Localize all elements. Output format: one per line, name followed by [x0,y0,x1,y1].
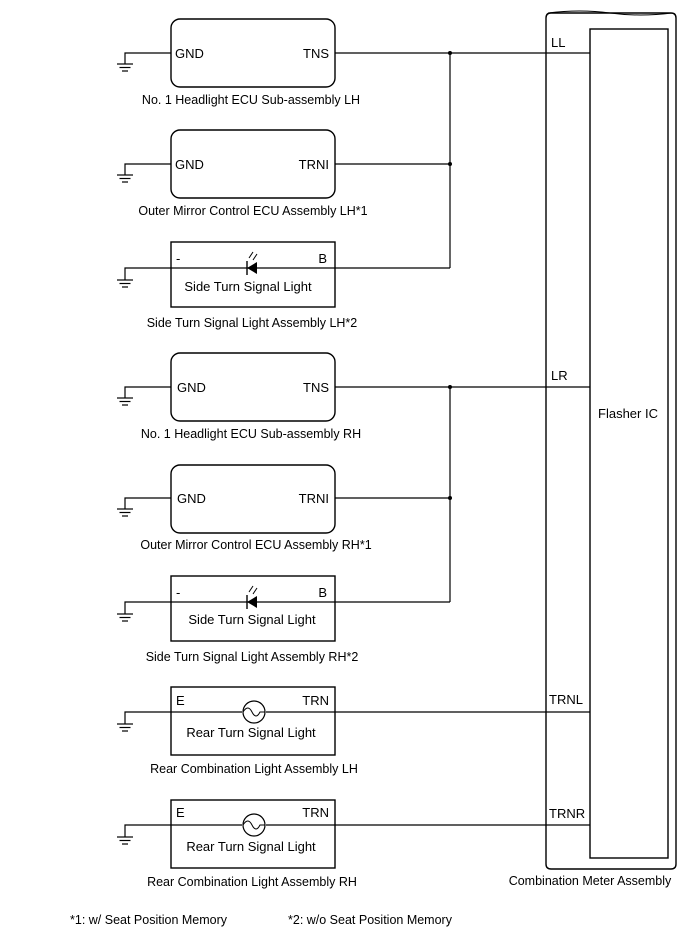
flasher-ic-label: Flasher IC [598,406,658,421]
ecu-box [170,352,336,422]
ground-wire [124,711,171,724]
rear-combination-light-lh: E TRN Rear Turn Signal Light Rear Combin… [117,686,358,776]
side-turn-signal-lh: - B Side Turn Signal Light Side Turn Sig… [117,241,358,330]
ground-wire [124,386,171,398]
inner-label: Side Turn Signal Light [184,279,312,294]
light-box [170,575,336,642]
pin-minus: - [176,585,180,600]
junction-dot [448,385,452,389]
component-caption: Rear Combination Light Assembly RH [147,875,357,889]
pin-trni: TRNI [299,157,329,172]
ground-wire [124,497,171,509]
pin-minus: - [176,251,180,266]
headlight-ecu-lh: GND TNS No. 1 Headlight ECU Sub-assembly… [117,18,360,107]
flasher-ic-box [589,28,669,859]
ground-wire [124,52,171,64]
ground-wire [124,267,171,280]
ground-wire [124,163,171,175]
ground-icon [117,397,133,406]
ground-wire [124,601,171,614]
component-caption: Rear Combination Light Assembly LH [150,762,358,776]
component-caption: Outer Mirror Control ECU Assembly LH*1 [138,204,367,218]
inner-label: Rear Turn Signal Light [186,725,316,740]
pin-trnr: TRNR [549,806,585,821]
pin-trni: TRNI [299,491,329,506]
pin-tns: TNS [303,380,329,395]
ground-wire [124,824,171,837]
pin-gnd: GND [175,46,204,61]
pin-gnd: GND [175,157,204,172]
component-caption: No. 1 Headlight ECU Sub-assembly LH [142,93,360,107]
inner-label: Rear Turn Signal Light [186,839,316,854]
headlight-ecu-rh: GND TNS No. 1 Headlight ECU Sub-assembly… [117,352,361,441]
rear-combination-light-rh: E TRN Rear Turn Signal Light Rear Combin… [117,799,357,889]
ground-icon [117,279,133,288]
pin-trn: TRN [302,805,329,820]
junction-dot [448,51,452,55]
junction-dot [448,162,452,166]
outer-mirror-ecu-lh: GND TRNI Outer Mirror Control ECU Assemb… [117,129,368,218]
pin-trnl: TRNL [549,692,583,707]
ground-icon [117,836,133,845]
pin-b: B [318,585,327,600]
junction-dot [448,496,452,500]
led-icon [246,251,258,275]
pin-lr: LR [551,368,568,383]
bulb-icon [242,813,266,837]
pin-tns: TNS [303,46,329,61]
inner-label: Side Turn Signal Light [188,612,316,627]
outer-mirror-ecu-rh: GND TRNI Outer Mirror Control ECU Assemb… [117,464,372,552]
ecu-box [170,18,336,88]
ecu-box [170,129,336,199]
ground-icon [117,508,133,517]
pin-ll: LL [551,35,565,50]
component-caption: Outer Mirror Control ECU Assembly RH*1 [140,538,371,552]
bulb-icon [242,700,266,724]
ground-icon [117,613,133,622]
ecu-box [170,464,336,534]
component-caption: Side Turn Signal Light Assembly LH*2 [147,316,358,330]
pin-e: E [176,805,185,820]
light-box [170,241,336,308]
bus-wires [335,51,590,826]
component-caption: Side Turn Signal Light Assembly RH*2 [146,650,359,664]
pin-gnd: GND [177,491,206,506]
pin-gnd: GND [177,380,206,395]
ground-icon [117,174,133,183]
footnote-1: *1: w/ Seat Position Memory [70,913,228,927]
pin-trn: TRN [302,693,329,708]
pin-e: E [176,693,185,708]
ground-icon [117,723,133,732]
footnote-2: *2: w/o Seat Position Memory [288,913,453,927]
led-icon [246,585,258,609]
ground-icon [117,63,133,72]
component-caption: No. 1 Headlight ECU Sub-assembly RH [141,427,361,441]
meter-break-line [547,10,673,16]
meter-caption: Combination Meter Assembly [509,874,672,888]
combination-meter-assembly: Flasher IC LL LR TRNL TRNR Combination M… [509,10,677,888]
pin-b: B [318,251,327,266]
side-turn-signal-rh: - B Side Turn Signal Light Side Turn Sig… [117,575,359,664]
